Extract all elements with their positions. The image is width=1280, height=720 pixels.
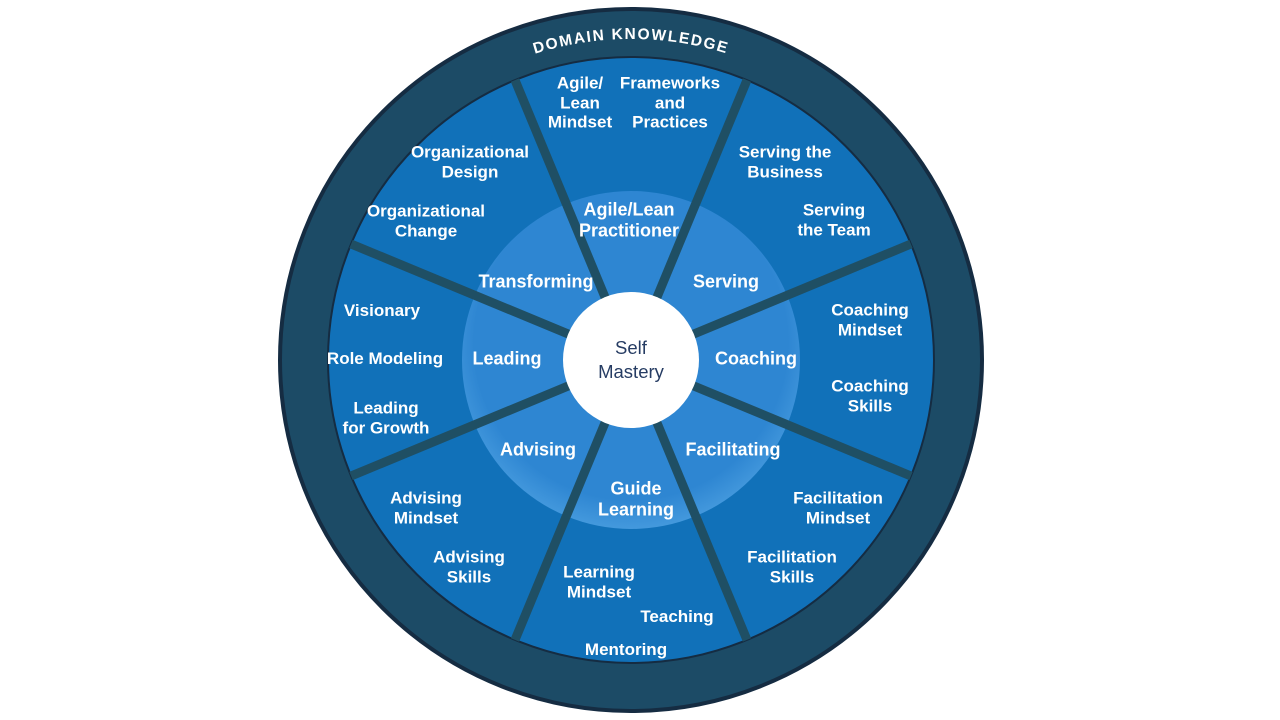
sector-divider	[349, 239, 587, 346]
outer-label-advising-skills: Advising Skills	[433, 547, 505, 586]
inner-label-guide-learning: Guide Learning	[597, 478, 675, 519]
center-circle	[563, 292, 699, 428]
center-label-self-mastery: Self Mastery	[598, 336, 664, 382]
outer-label-agile-lean-mindset: Agile/ Lean Mindset	[547, 73, 613, 132]
outer-label-organizational-change: Organizational Change	[366, 201, 486, 240]
inner-label-leading: Leading	[472, 348, 542, 369]
outer-label-teaching: Teaching	[640, 607, 714, 627]
outer-label-frameworks-and-practices: Frameworks and Practices	[619, 73, 721, 132]
sector-divider	[510, 404, 617, 642]
sector-divider	[675, 239, 913, 346]
outer-label-visionary: Visionary	[343, 301, 421, 321]
outer-label-role-modeling: Role Modeling	[326, 349, 444, 369]
outer-label-facilitation-mindset: Facilitation Mindset	[793, 488, 883, 527]
outer-label-coaching-mindset: Coaching Mindset	[831, 300, 909, 339]
outer-label-mentoring: Mentoring	[584, 640, 668, 660]
sector-divider	[510, 78, 617, 316]
inner-label-coaching: Coaching	[714, 348, 798, 369]
outer-label-serving-the-business: Serving the Business	[738, 142, 832, 181]
sector-divider	[349, 374, 587, 481]
outer-label-advising-mindset: Advising Mindset	[390, 488, 462, 527]
inner-label-serving: Serving	[692, 271, 760, 292]
inner-label-agile-lean-practitioner: Agile/Lean Practitioner	[578, 199, 680, 240]
sector-divider	[645, 404, 752, 642]
inner-label-transforming: Transforming	[478, 271, 594, 292]
outer-label-facilitation-skills: Facilitation Skills	[747, 547, 837, 586]
inner-label-advising: Advising	[499, 439, 577, 460]
outer-label-learning-mindset: Learning Mindset	[563, 562, 635, 601]
inner-label-facilitating: Facilitating	[685, 439, 781, 460]
sector-divider	[645, 78, 752, 316]
outer-label-leading-for-growth: Leading for Growth	[342, 398, 430, 437]
outer-label-coaching-skills: Coaching Skills	[831, 376, 909, 415]
outer-label-serving-the-team: Serving the Team	[797, 200, 871, 239]
outer-label-organizational-design: Organizational Design	[410, 142, 530, 181]
sector-divider	[675, 374, 913, 481]
